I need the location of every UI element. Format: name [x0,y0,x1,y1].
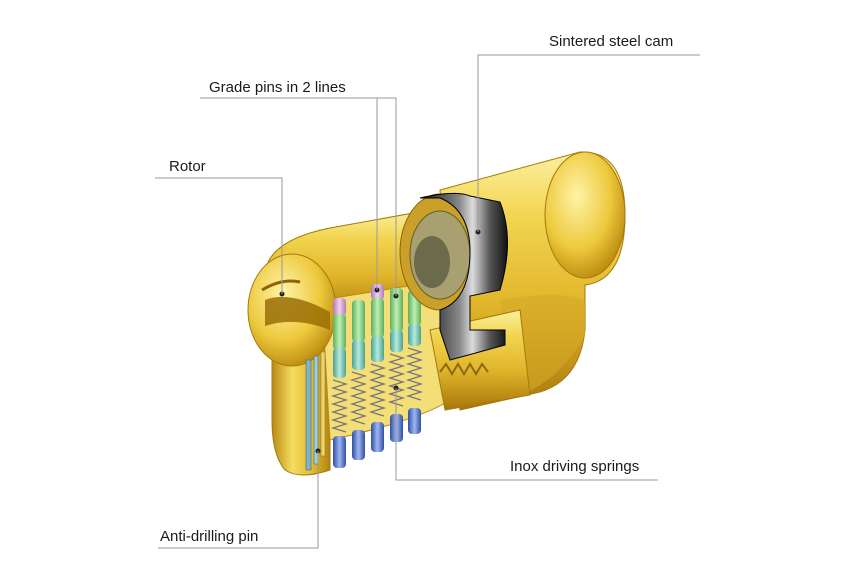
leader-grade-pins [200,97,397,296]
label-rotor: Rotor [169,158,206,175]
cam-spring [439,362,489,376]
pin-stack-1 [330,298,349,468]
pin-stack-3 [368,284,387,452]
pin-stacks [330,284,424,468]
leader-rotor [155,177,283,294]
leader-lines [155,54,700,549]
leader-anti-drilling [158,451,319,549]
steel-cam [399,192,508,361]
anti-drilling-pin [305,351,326,471]
leader-springs [395,388,658,481]
label-sintered-steel-cam: Sintered steel cam [549,33,674,50]
label-inox-driving-springs: Inox driving springs [510,458,640,475]
pin-stack-2 [349,300,368,460]
label-anti-drilling-pin: Anti-drilling pin [160,528,259,545]
label-grade-pins: Grade pins in 2 lines [209,79,346,96]
leader-cam [477,54,700,232]
